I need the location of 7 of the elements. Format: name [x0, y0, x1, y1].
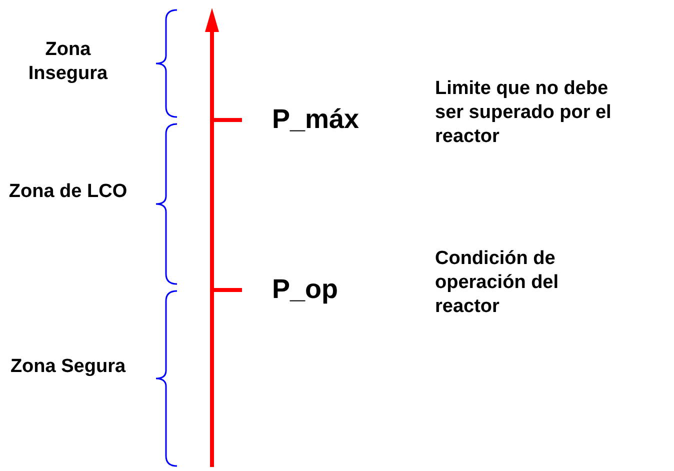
- value-label: P_op: [272, 274, 338, 305]
- description-text: Limite que no debe ser superado por el reactor: [435, 77, 612, 149]
- zone-label: Zona Segura: [9, 355, 127, 379]
- value-label: P_máx: [272, 104, 360, 135]
- zone-label: Zona Insegura: [27, 38, 109, 86]
- description-text: Condición de operación del reactor: [435, 247, 560, 319]
- zone-label: Zona de LCO: [8, 180, 128, 204]
